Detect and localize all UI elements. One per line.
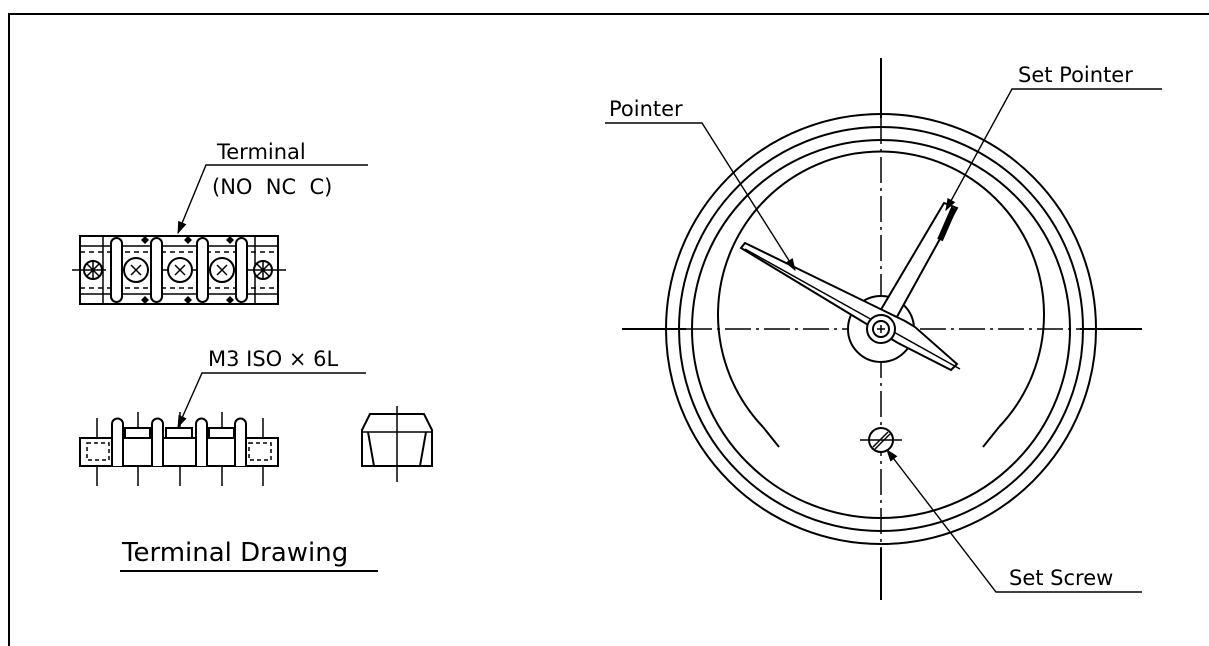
terminal-screw-c (209, 257, 235, 283)
gauge-inner-ring (691, 139, 1071, 519)
gauge-bezel-ring (678, 126, 1084, 532)
screw-spec-label: M3 ISO × 6L (208, 347, 339, 371)
set-pointer-callout: Set Pointer (945, 63, 1162, 212)
set-pointer (874, 201, 959, 326)
gauge-outer-ring (665, 113, 1097, 545)
set-pointer-label: Set Pointer (1018, 63, 1133, 87)
gauge (622, 58, 1142, 600)
terminal-label: Terminal (216, 140, 306, 164)
pointer-label: Pointer (609, 97, 683, 121)
main-pointer (739, 241, 961, 372)
terminal-side-view (79, 412, 279, 486)
drawing-frame (8, 13, 1209, 646)
terminal-screw-5 (253, 260, 273, 280)
set-screw-callout: Set Screw (886, 449, 1142, 593)
terminal-sub-label: (NO NC C) (212, 175, 332, 199)
screw-spec-callout: M3 ISO × 6L (177, 347, 366, 429)
terminal-callout: Terminal (NO NC C) (177, 140, 368, 235)
terminal-top-view (72, 235, 286, 305)
pointer-callout: Pointer (605, 97, 796, 272)
terminal-screw-nc (167, 257, 193, 283)
terminal-drawing-caption: Terminal Drawing (121, 538, 348, 568)
terminal-screw-1 (83, 260, 103, 280)
gauge-scale-arc (717, 150, 1045, 428)
terminal-end-view (361, 406, 433, 482)
terminal-screw-no (123, 257, 149, 283)
set-screw-label: Set Screw (1009, 566, 1113, 590)
set-screw (860, 427, 902, 453)
